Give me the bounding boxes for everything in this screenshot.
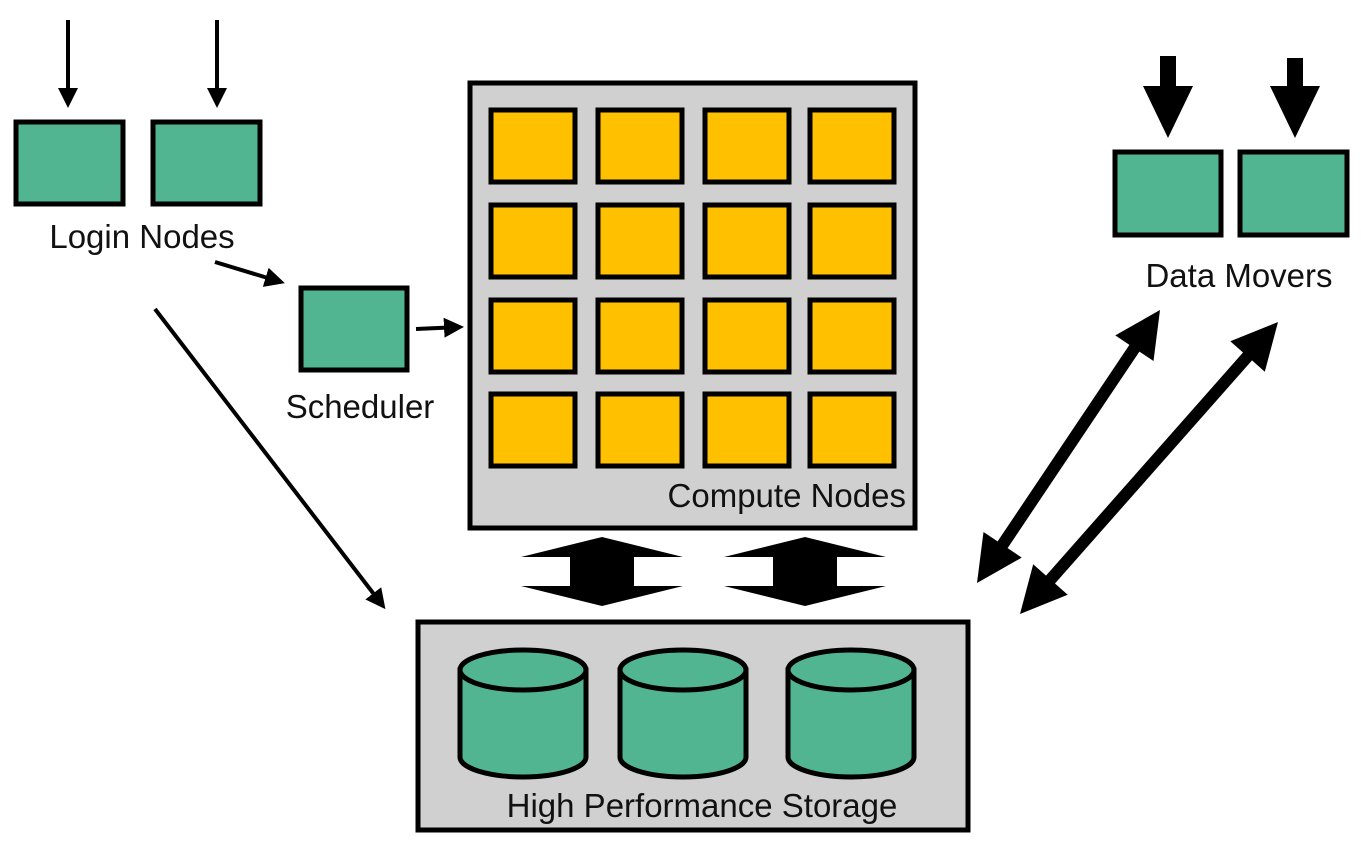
compute-node-8 <box>807 202 897 280</box>
compute-node-10 <box>595 297 685 375</box>
scheduler-group: Scheduler <box>214 260 464 425</box>
compute-node-6 <box>595 202 685 280</box>
compute-storage-transfer-arrow-2 <box>724 537 886 606</box>
compute-node-15 <box>702 391 792 469</box>
data-mover-node-1 <box>1112 149 1224 238</box>
data-mover-input-arrow-2 <box>1270 58 1320 138</box>
storage-cylinder-body-3 <box>785 667 917 780</box>
storage-label: High Performance Storage <box>507 787 898 824</box>
data-mover-storage-arrow-2 <box>1020 322 1278 614</box>
storage-group: High Performance Storage <box>415 619 971 833</box>
compute-storage-transfer-arrow-1 <box>521 537 683 606</box>
login-node-2 <box>150 119 263 207</box>
data-movers-label: Data Movers <box>1145 257 1332 294</box>
compute-node-3 <box>702 107 792 185</box>
data-mover-input-arrow-1 <box>1143 56 1193 138</box>
scheduler-to-compute-arrow <box>415 317 464 338</box>
compute-node-13 <box>488 391 578 469</box>
compute-node-1 <box>488 107 578 185</box>
login-to-scheduler-arrow <box>214 260 285 287</box>
scheduler-label: Scheduler <box>286 388 435 425</box>
data-mover-storage-arrow-1 <box>977 310 1160 583</box>
storage-cylinder-top-1 <box>457 647 589 693</box>
compute-node-7 <box>702 202 792 280</box>
compute-node-12 <box>807 297 897 375</box>
login-to-storage-arrow <box>153 307 386 610</box>
login-node-1 <box>13 119 126 207</box>
storage-cylinder-body-1 <box>457 667 589 780</box>
compute-node-4 <box>807 107 897 185</box>
scheduler-node <box>298 285 410 373</box>
compute-node-5 <box>488 202 578 280</box>
compute-node-grid <box>488 107 897 469</box>
storage-cylinders <box>457 647 917 780</box>
login-nodes-label: Login Nodes <box>49 218 234 255</box>
compute-node-16 <box>807 391 897 469</box>
compute-node-11 <box>702 297 792 375</box>
compute-nodes-group: Compute Nodes <box>467 80 918 531</box>
data-mover-storage-arrows <box>977 310 1278 614</box>
compute-nodes-label: Compute Nodes <box>668 477 906 514</box>
storage-cylinder-top-2 <box>617 647 749 693</box>
data-movers-group: Data Movers <box>1112 56 1350 294</box>
compute-node-2 <box>595 107 685 185</box>
compute-node-9 <box>488 297 578 375</box>
compute-node-14 <box>595 391 685 469</box>
storage-cylinder-top-3 <box>785 647 917 693</box>
data-mover-node-2 <box>1237 149 1350 238</box>
login-nodes-group: Login Nodes <box>13 20 263 255</box>
storage-cylinder-body-2 <box>617 667 749 780</box>
